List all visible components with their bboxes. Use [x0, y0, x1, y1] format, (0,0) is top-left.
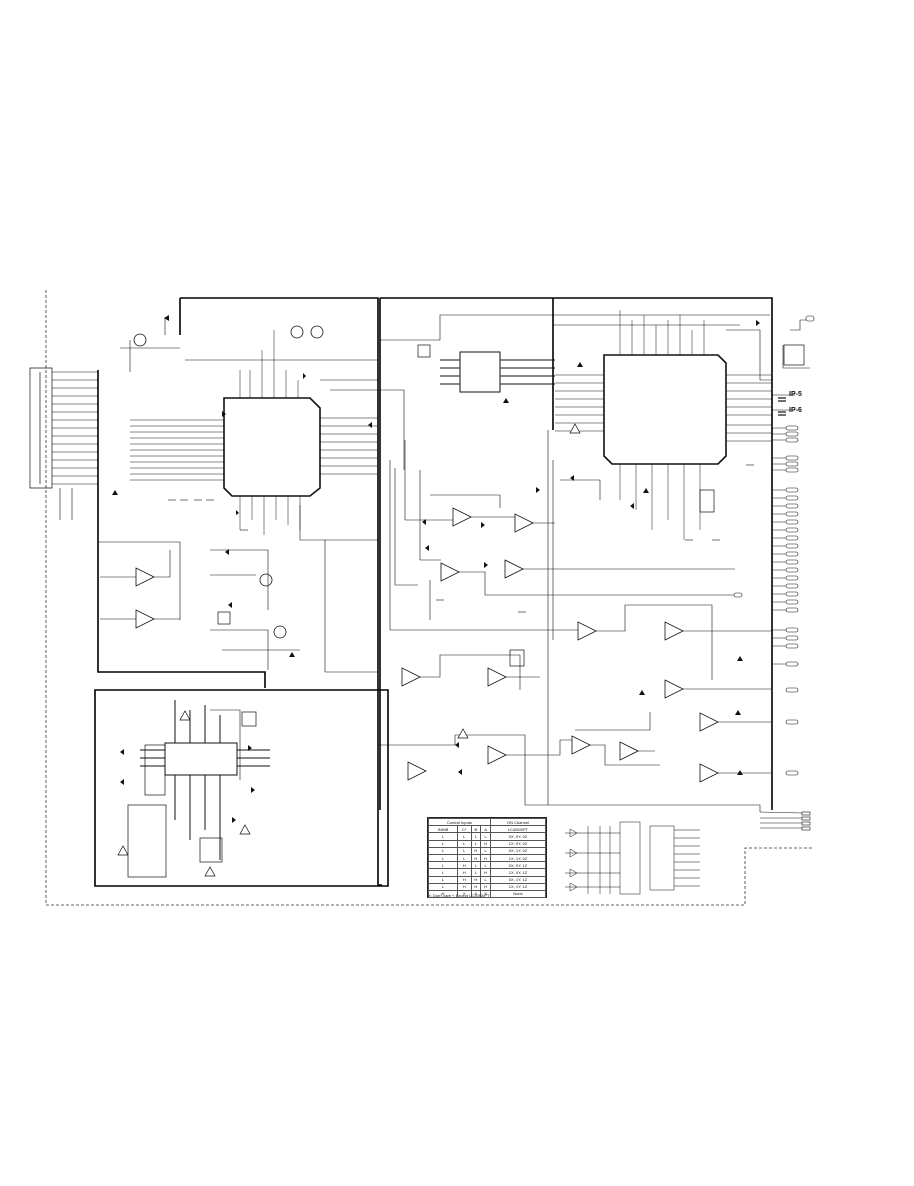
- table-cell: H: [470, 846, 482, 855]
- col-header: LC4053/PT: [489, 825, 547, 834]
- table-cell: L: [428, 875, 458, 884]
- table-cell: H: [428, 889, 458, 899]
- table-cell: L: [428, 846, 458, 855]
- wiring: [98, 314, 810, 812]
- ip-6-label: IP-6: [789, 407, 802, 414]
- op-amps: [135, 507, 719, 783]
- table-cell: L: [457, 853, 472, 863]
- right-ports: [733, 315, 815, 831]
- warning-triangles: [117, 423, 581, 877]
- table-cell: L: [470, 832, 482, 841]
- ic-dip-top: [440, 351, 555, 393]
- table-cell: L: [470, 861, 482, 870]
- table-cell: 1X, 0Y, 0Z: [489, 839, 547, 848]
- table-cell: L: [457, 832, 472, 841]
- table-cell: 0X, 0Y, 1Z: [489, 861, 547, 870]
- col-header: A: [480, 825, 491, 834]
- left-connector: [29, 367, 53, 489]
- truth-table-on-header: ON Channel: [489, 817, 547, 827]
- table-cell: H: [470, 882, 482, 891]
- table-cell: L: [428, 832, 458, 841]
- ip-capacitors: [778, 397, 786, 416]
- ic-main-right: [603, 354, 727, 465]
- ic-dip-bottom: [140, 700, 270, 860]
- transistors: [133, 325, 324, 639]
- ic-main-left: [223, 397, 321, 497]
- table-cell: L: [428, 853, 458, 863]
- table-cell: 0X, 0Y, 0Z: [489, 832, 547, 841]
- ground-symbols: [168, 464, 754, 613]
- table-cell: H: [480, 839, 491, 848]
- table-cell: H: [470, 853, 482, 863]
- table-cell: H: [480, 853, 491, 863]
- table-cell: X: [457, 889, 472, 899]
- table-cell: L: [480, 861, 491, 870]
- truth-table: Control Inputs ON Channel INHIB C* B A L…: [427, 817, 547, 899]
- table-cell: L: [480, 832, 491, 841]
- outer-dashed-border: [45, 290, 812, 906]
- table-cell: 0X, 1Y, 0Z: [489, 846, 547, 855]
- left-connector-pins: [52, 371, 98, 520]
- table-cell: 1X, 1Y, 1Z: [489, 882, 547, 891]
- truth-table-note: X: Don't care *: Except LC4053/PT: [428, 893, 490, 898]
- table-cell: H: [480, 882, 491, 891]
- ic-main-right-pins: [555, 310, 772, 540]
- col-header: INHIB: [428, 825, 458, 834]
- table-cell: 1X, 0Y, 1Z: [489, 868, 547, 877]
- table-cell: L: [428, 868, 458, 877]
- table-cell: None: [489, 889, 547, 899]
- table-cell: H: [457, 882, 472, 891]
- table-cell: H: [480, 868, 491, 877]
- table-cell: L: [480, 875, 491, 884]
- col-header: B: [470, 825, 482, 834]
- table-cell: L: [480, 846, 491, 855]
- col-header: C*: [457, 825, 472, 834]
- mux-diagram: [565, 821, 700, 895]
- table-cell: 0X, 1Y, 1Z: [489, 875, 547, 884]
- table-cell: L: [428, 882, 458, 891]
- truth-table-header-row: INHIB C* B A LC4053/PT: [428, 825, 547, 834]
- truth-table-group-header: Control Inputs: [428, 817, 491, 827]
- table-cell: H: [457, 868, 472, 877]
- small-components: [217, 344, 805, 667]
- ic-main-left-pins: [130, 330, 378, 535]
- table-cell: H: [457, 861, 472, 870]
- table-cell: 1X, 1Y, 0Z: [489, 853, 547, 863]
- table-cell: H: [470, 875, 482, 884]
- table-cell: H: [457, 875, 472, 884]
- table-cell: L: [428, 839, 458, 848]
- right-port-wires: [759, 427, 803, 829]
- ip-5-label: IP-5: [789, 391, 802, 398]
- ic-dip-bottom-sub: [127, 711, 257, 878]
- table-cell: L: [457, 839, 472, 848]
- table-cell: L: [457, 846, 472, 855]
- table-cell: L: [428, 861, 458, 870]
- table-cell: L: [470, 868, 482, 877]
- table-cell: L: [470, 839, 482, 848]
- block-frames: [94, 297, 773, 887]
